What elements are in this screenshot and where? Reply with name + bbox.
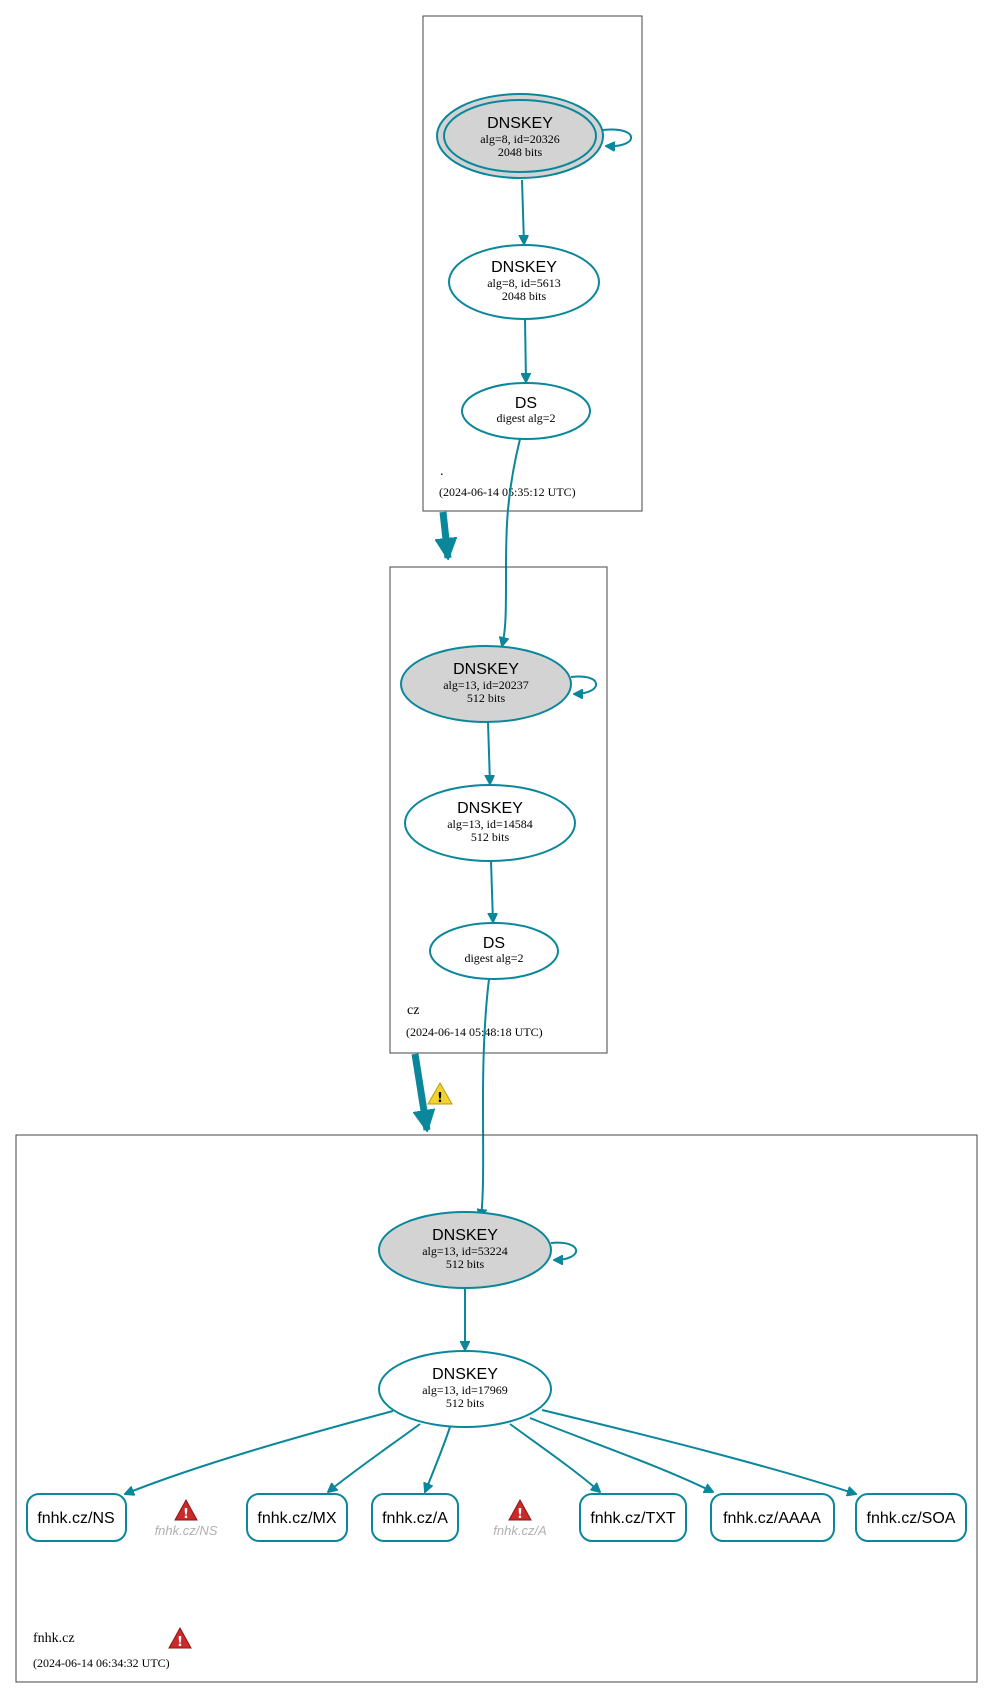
record-aaaa[interactable]: fnhk.cz/AAAA xyxy=(710,1493,835,1542)
zone-fnhk-box xyxy=(15,1134,978,1683)
delegation-cz-to-fnhk xyxy=(411,1053,427,1130)
zone-fnhk: fnhk.cz (2024-06-14 06:34:32 UTC) ! DNSK… xyxy=(15,1134,978,1683)
fnhk-zsk-node[interactable]: DNSKEY alg=13, id=17969 512 bits xyxy=(378,1350,552,1428)
zone-root-name: . xyxy=(440,464,444,479)
zone-cz-box xyxy=(389,566,608,1054)
zone-root-box xyxy=(422,15,643,512)
zone-fnhk-name: fnhk.cz xyxy=(33,1631,75,1646)
error-icon xyxy=(174,1498,198,1521)
edge-to-record-ns xyxy=(125,1410,394,1494)
root-zsk-title: DNSKEY xyxy=(491,259,557,276)
fnhk-ksk-title: DNSKEY xyxy=(432,1227,498,1244)
record-mx-label: fnhk.cz/MX xyxy=(257,1510,336,1527)
fnhk-zsk-title: DNSKEY xyxy=(432,1366,498,1383)
root-ksk-line2: 2048 bits xyxy=(498,145,543,159)
root-ksk-self-edge xyxy=(602,128,633,147)
svg-text:!: ! xyxy=(177,1635,183,1650)
record-a-label: fnhk.cz/A xyxy=(382,1510,448,1527)
ghost-record-a[interactable]: ! fnhk.cz/A xyxy=(493,1498,547,1538)
cz-zsk-to-ds-edge xyxy=(491,860,493,922)
cz-ksk-title: DNSKEY xyxy=(453,661,519,678)
ghost-record-ns-label: fnhk.cz/NS xyxy=(155,1523,218,1538)
fnhk-ksk-node[interactable]: DNSKEY alg=13, id=53224 512 bits xyxy=(378,1211,552,1289)
record-soa[interactable]: fnhk.cz/SOA xyxy=(855,1493,967,1542)
root-ksk-line1: alg=8, id=20326 xyxy=(480,132,560,146)
record-aaaa-label: fnhk.cz/AAAA xyxy=(723,1510,821,1527)
zone-cz: cz (2024-06-14 05:48:18 UTC) DNSKEY alg=… xyxy=(389,566,608,1054)
svg-text:!: ! xyxy=(183,1507,189,1522)
record-ns-label: fnhk.cz/NS xyxy=(37,1510,114,1527)
root-ds-line1: digest alg=2 xyxy=(496,411,555,425)
root-zsk-to-ds-edge xyxy=(525,318,526,382)
warning-icon[interactable]: ! xyxy=(427,1081,453,1106)
fnhk-zsk-line1: alg=13, id=17969 xyxy=(422,1383,508,1397)
zone-cz-name: cz xyxy=(407,1003,419,1018)
root-ds-to-cz-ksk-edge xyxy=(502,438,521,646)
cz-zsk-node[interactable]: DNSKEY alg=13, id=14584 512 bits xyxy=(404,784,576,862)
ghost-record-a-label: fnhk.cz/A xyxy=(493,1523,546,1538)
zone-root: . (2024-06-14 05:35:12 UTC) DNSKEY alg=8… xyxy=(422,15,643,512)
error-icon[interactable]: ! xyxy=(168,1626,192,1650)
ghost-record-ns[interactable]: ! fnhk.cz/NS xyxy=(155,1498,218,1538)
cz-ksk-node[interactable]: DNSKEY alg=13, id=20237 512 bits xyxy=(400,645,572,723)
root-zsk-node[interactable]: DNSKEY alg=8, id=5613 2048 bits xyxy=(448,244,600,320)
record-a[interactable]: fnhk.cz/A xyxy=(371,1493,459,1542)
zone-cz-timestamp: (2024-06-14 05:48:18 UTC) xyxy=(406,1025,543,1039)
zone-fnhk-timestamp: (2024-06-14 06:34:32 UTC) xyxy=(33,1656,170,1670)
root-ksk-title: DNSKEY xyxy=(487,115,553,132)
svg-text:!: ! xyxy=(517,1507,523,1522)
root-ksk-node[interactable]: DNSKEY alg=8, id=20326 2048 bits xyxy=(436,93,604,179)
cz-ksk-self-edge xyxy=(570,675,598,694)
fnhk-zsk-line2: 512 bits xyxy=(446,1396,485,1410)
cz-ksk-line1: alg=13, id=20237 xyxy=(443,678,529,692)
cz-ksk-line2: 512 bits xyxy=(467,691,506,705)
edge-to-record-mx xyxy=(328,1423,421,1492)
svg-text:!: ! xyxy=(437,1091,443,1106)
cz-ds-to-fnhk-ksk-edge xyxy=(481,978,490,1218)
error-icon xyxy=(508,1498,532,1521)
cz-ds-title: DS xyxy=(483,935,505,952)
fnhk-ksk-line1: alg=13, id=53224 xyxy=(422,1244,508,1258)
delegation-root-to-cz xyxy=(443,511,448,558)
record-txt[interactable]: fnhk.cz/TXT xyxy=(579,1493,687,1542)
fnhk-ksk-line2: 512 bits xyxy=(446,1257,485,1271)
root-ksk-to-zsk-edge xyxy=(522,179,524,244)
record-txt-label: fnhk.cz/TXT xyxy=(590,1510,676,1527)
root-zsk-line1: alg=8, id=5613 xyxy=(487,276,561,290)
cz-ds-line1: digest alg=2 xyxy=(464,951,523,965)
record-soa-label: fnhk.cz/SOA xyxy=(867,1510,956,1527)
edge-to-record-aaaa xyxy=(529,1417,713,1492)
edge-to-record-soa xyxy=(541,1409,856,1494)
fnhk-ksk-self-edge xyxy=(550,1241,578,1260)
root-ds-node[interactable]: DS digest alg=2 xyxy=(461,382,591,440)
edge-to-record-a xyxy=(425,1426,451,1492)
record-ns[interactable]: fnhk.cz/NS xyxy=(26,1493,127,1542)
edge-to-record-txt xyxy=(509,1423,600,1492)
cz-zsk-line2: 512 bits xyxy=(471,830,510,844)
root-ds-title: DS xyxy=(515,395,537,412)
root-zsk-line2: 2048 bits xyxy=(502,289,547,303)
cz-zsk-title: DNSKEY xyxy=(457,800,523,817)
cz-ds-node[interactable]: DS digest alg=2 xyxy=(429,922,559,980)
record-mx[interactable]: fnhk.cz/MX xyxy=(246,1493,348,1542)
cz-ksk-to-zsk-edge xyxy=(488,721,490,784)
zone-root-timestamp: (2024-06-14 05:35:12 UTC) xyxy=(439,485,576,499)
cz-zsk-line1: alg=13, id=14584 xyxy=(447,817,533,831)
